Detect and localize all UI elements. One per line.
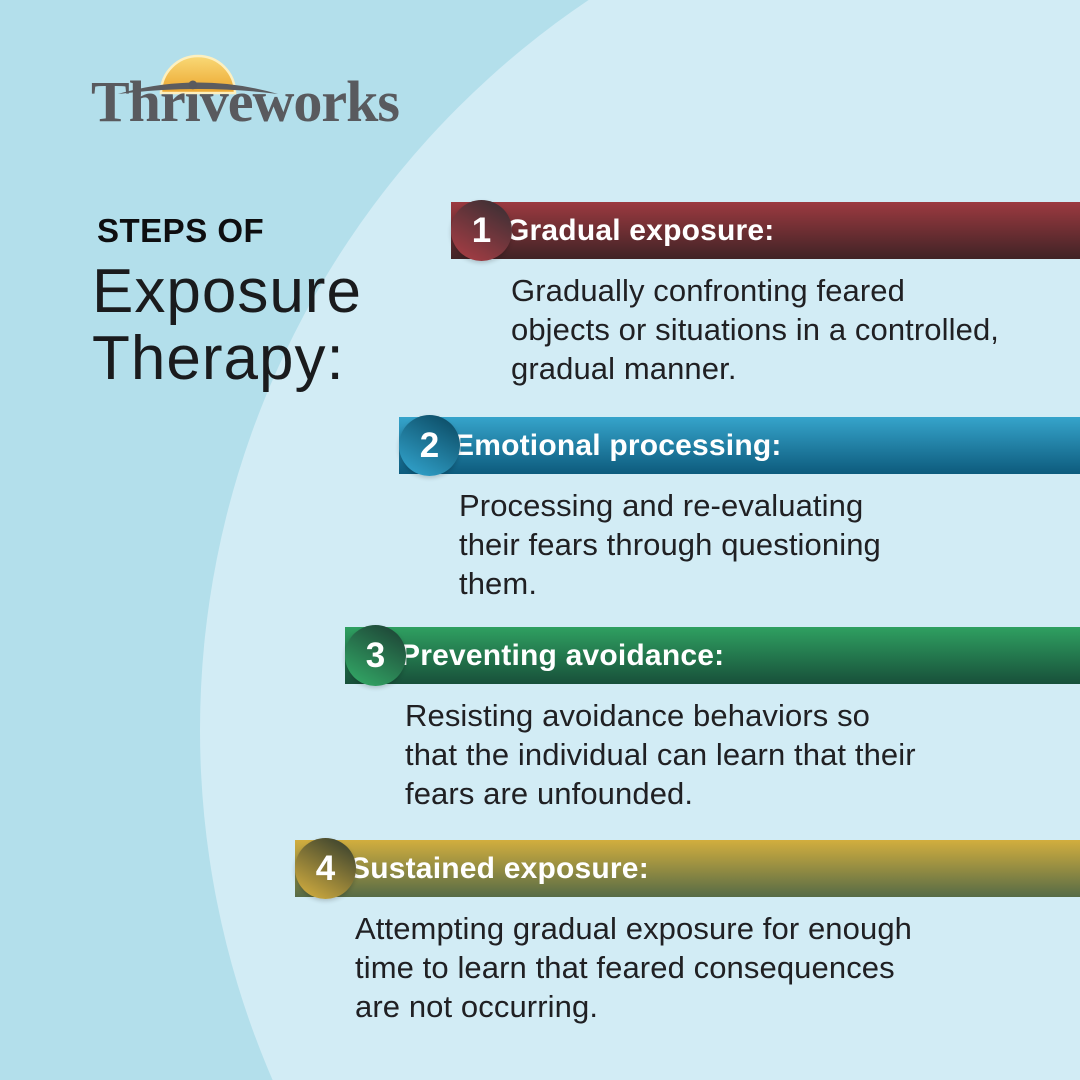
step-3-description: Resisting avoidance behaviors so that th…: [405, 698, 916, 811]
thriveworks-logo: Thriveworks: [0, 0, 480, 150]
step-row-3: 3 Preventing avoidance: Resisting avoida…: [335, 625, 1080, 813]
step-4-banner: 4 Sustained exposure:: [295, 838, 1080, 899]
step-1-description: Gradually confronting feared objects or …: [511, 273, 1000, 386]
logo-text: Thriveworks: [91, 69, 400, 134]
step-3-heading: Preventing avoidance:: [400, 639, 725, 672]
title-kicker: STEPS OF: [97, 212, 265, 249]
step-2-banner: 2 Emotional processing:: [399, 415, 1080, 476]
step-3-number-badge: 3: [345, 625, 406, 686]
step-2-heading: Emotional processing:: [454, 429, 782, 462]
step-row-4: 4 Sustained exposure: Attempting gradual…: [285, 838, 1080, 1026]
step-1-number-badge: 1: [451, 200, 512, 261]
page-title: Exposure Therapy:: [92, 257, 362, 393]
step-row-1: 1 Gradual exposure: Gradually confrontin…: [441, 200, 1080, 388]
sun-icon: [118, 54, 278, 95]
step-3-banner: 3 Preventing avoidance:: [345, 625, 1080, 686]
step-4-number-badge: 4: [295, 838, 356, 899]
step-4-heading: Sustained exposure:: [350, 852, 649, 885]
step-2-description: Processing and re-evaluating their fears…: [459, 488, 881, 601]
step-2-number-badge: 2: [399, 415, 460, 476]
step-row-2: 2 Emotional processing: Processing and r…: [389, 415, 1080, 603]
step-4-description: Attempting gradual exposure for enough t…: [355, 911, 913, 1024]
step-1-heading: Gradual exposure:: [506, 214, 775, 247]
step-1-banner: 1 Gradual exposure:: [451, 200, 1080, 261]
